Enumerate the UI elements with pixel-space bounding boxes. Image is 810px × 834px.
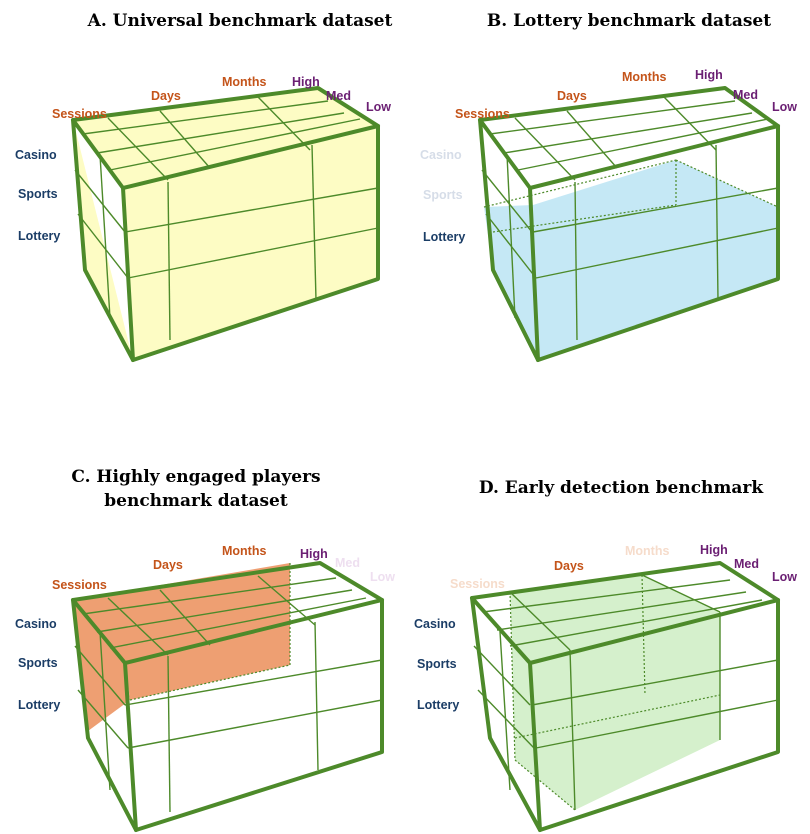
panel-c-lottery-label: Lottery	[18, 698, 60, 712]
panel-a-sports-label: Sports	[18, 187, 58, 201]
panel-d-days-label: Days	[554, 559, 584, 573]
panel-b-high-label: High	[695, 68, 723, 82]
panel-a-casino-label: Casino	[15, 148, 57, 162]
panel-a-days-label: Days	[151, 89, 181, 103]
panel-d-med-label: Med	[734, 557, 759, 571]
panel-d-low-label: Low	[772, 570, 797, 584]
panel-a-high-label: High	[292, 75, 320, 89]
panel-c-high-label: High	[300, 547, 328, 561]
panel-b-lottery: B. Lottery benchmark dataset Sessions Da…	[420, 11, 797, 362]
panel-c-title-line-2: benchmark dataset	[104, 491, 288, 511]
panel-c-sessions-label: Sessions	[52, 578, 107, 592]
panel-c-highly-engaged: C. Highly engaged players benchmark data…	[15, 467, 395, 832]
panel-a-lottery-label: Lottery	[18, 229, 60, 243]
panel-b-title: B. Lottery benchmark dataset	[487, 11, 771, 31]
panel-b-lottery-fill	[484, 205, 538, 360]
panel-a-sessions-label: Sessions	[52, 107, 107, 121]
panel-b-lottery-fill-front	[533, 160, 778, 360]
panel-c-low-label: Low	[370, 570, 395, 584]
panel-c-engaged-fill	[73, 563, 290, 700]
panel-d-high-label: High	[700, 543, 728, 557]
panel-c-title-line-1: C. Highly engaged players	[71, 467, 320, 487]
panel-d-sports-label: Sports	[417, 657, 457, 671]
panel-b-lottery-label: Lottery	[423, 230, 465, 244]
panel-c-days-label: Days	[153, 558, 183, 572]
panel-b-med-label: Med	[733, 88, 758, 102]
panel-b-months-label: Months	[622, 70, 666, 84]
panel-c-casino-label: Casino	[15, 617, 57, 631]
panel-d-lottery-label: Lottery	[417, 698, 459, 712]
panel-b-sports-label: Sports	[423, 188, 463, 202]
panel-d-title: D. Early detection benchmark	[479, 478, 765, 498]
panel-a-universal: A. Universal benchmark dataset Sessions …	[15, 11, 393, 362]
panel-b-sessions-label: Sessions	[455, 107, 510, 121]
panel-d-casino-label: Casino	[414, 617, 456, 631]
panel-b-casino-label: Casino	[420, 148, 462, 162]
panel-a-months-label: Months	[222, 75, 266, 89]
panel-c-sports-label: Sports	[18, 656, 58, 670]
panel-d-sessions-label: Sessions	[450, 577, 505, 591]
panel-c-months-label: Months	[222, 544, 266, 558]
panel-a-med-label: Med	[326, 89, 351, 103]
panel-b-days-label: Days	[557, 89, 587, 103]
panel-a-universal-fill-front	[73, 120, 378, 360]
panel-d-months-label: Months	[625, 544, 669, 558]
panel-a-low-label: Low	[366, 100, 391, 114]
panel-c-med-label: Med	[335, 556, 360, 570]
panel-a-title: A. Universal benchmark dataset	[87, 11, 393, 31]
panel-b-low-label: Low	[772, 100, 797, 114]
panel-d-early-detection: D. Early detection benchmark Sessions Da…	[414, 478, 797, 832]
